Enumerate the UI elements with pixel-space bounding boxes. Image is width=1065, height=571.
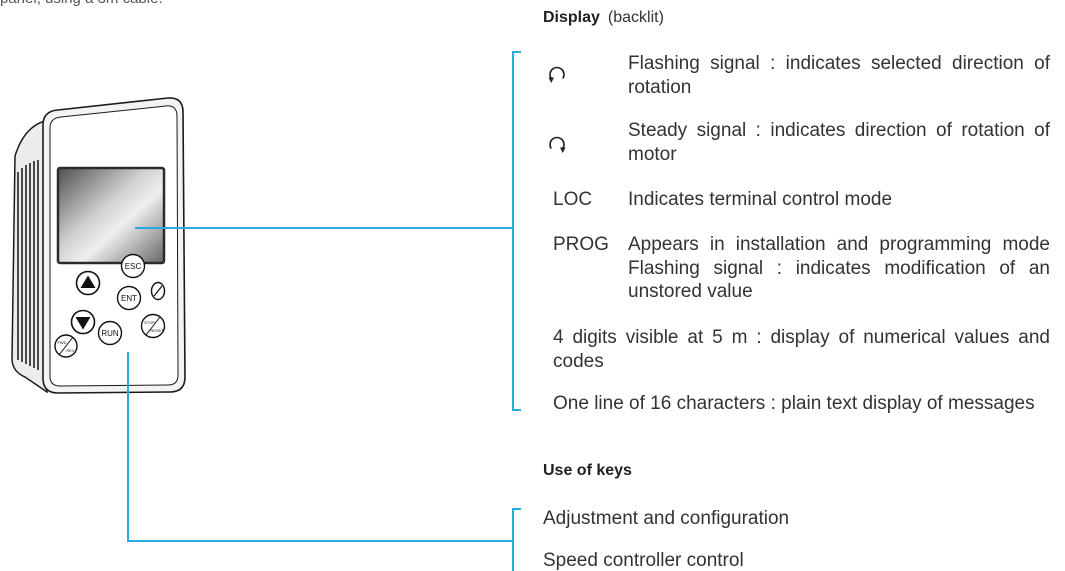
keys-connector-line	[127, 352, 513, 542]
stop-reset-key: STOP RESET	[140, 313, 166, 339]
terminal-front-face	[49, 105, 179, 387]
display-item-prog: Appears in installation and programming …	[628, 234, 1050, 302]
stop-label: STOP	[144, 320, 155, 325]
esc-key-label: ESC	[125, 262, 142, 271]
display-item-loc: Indicates terminal control mode	[628, 189, 893, 210]
down-arrow-key	[70, 309, 96, 335]
keys-heading-title: Use of keys	[543, 462, 632, 479]
display-heading: Display (backlit)	[543, 8, 664, 28]
speed-dial	[150, 281, 166, 301]
up-arrow-icon	[80, 275, 96, 288]
keys-item-adjustment: Adjustment and configuration	[543, 508, 790, 529]
fwd-label: FWD	[57, 340, 66, 345]
up-arrow-key	[75, 270, 101, 296]
keys-callout-bracket	[512, 508, 521, 571]
reset-label: RESET	[150, 328, 164, 333]
terminal-illustration: ESC ENT FWD REV RUN	[11, 97, 186, 394]
rev-label: REV	[66, 348, 75, 353]
run-key-label: RUN	[101, 329, 119, 338]
terminal-display-screen	[56, 166, 166, 265]
display-heading-title: Display	[543, 9, 600, 26]
keys-item-speed-control: Speed controller control	[543, 550, 744, 571]
callout-lines	[127, 51, 521, 571]
intro-text: panel, using a 3m cable.	[0, 0, 220, 8]
intro-text-clip: panel, using a 3m cable.	[0, 0, 220, 10]
esc-key: ESC	[120, 253, 146, 279]
loc-indicator-label: LOC	[553, 189, 593, 210]
ent-key: ENT	[116, 285, 142, 311]
display-item-digits: 4 digits visible at 5 m : display of num…	[553, 327, 1050, 372]
prog-indicator-label: PROG	[553, 234, 609, 255]
keys-heading: Use of keys	[543, 461, 632, 481]
clockwise-rotation-icon	[549, 136, 566, 153]
fwd-rev-key: FWD REV	[54, 334, 78, 358]
run-key: RUN	[97, 320, 123, 346]
counterclockwise-rotation-icon	[548, 66, 565, 83]
display-item-text-line: One line of 16 characters : plain text d…	[553, 393, 1035, 414]
ent-key-label: ENT	[121, 294, 137, 303]
display-callout-bracket	[512, 51, 521, 411]
display-item-steady-direction: Steady signal : indicates direction of r…	[628, 120, 1050, 165]
display-item-flashing-direction: Flashing signal : indicates selected dir…	[628, 53, 1050, 98]
down-arrow-icon	[75, 317, 91, 330]
display-heading-note: (backlit)	[607, 9, 664, 26]
terminal-outer-bezel	[42, 97, 186, 394]
terminal-side-panel	[11, 120, 48, 394]
terminal-side-ribs	[17, 160, 39, 370]
